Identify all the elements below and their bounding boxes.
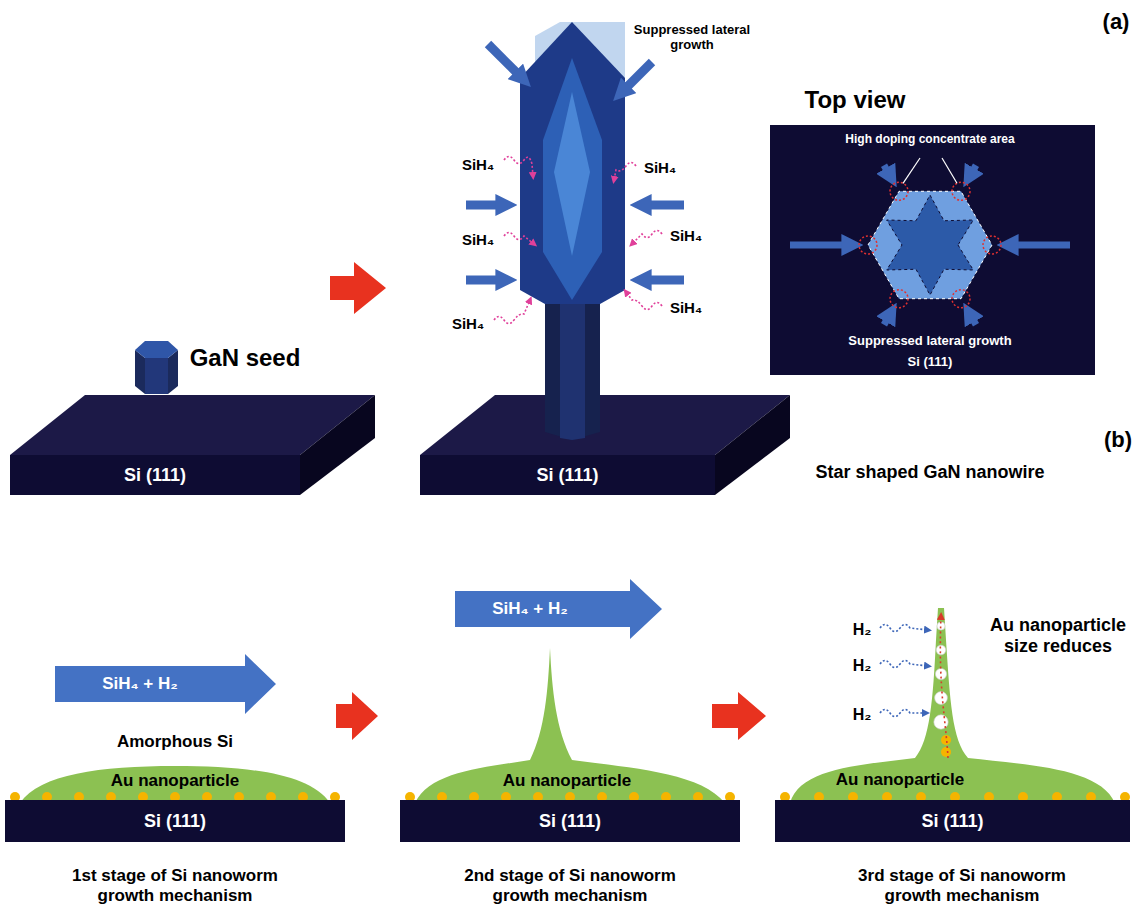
- label: Amorphous Si: [117, 732, 233, 752]
- substrate-label: Suppressed lateral growth: [848, 334, 1011, 349]
- amorphous-si: [20, 766, 330, 803]
- label: H₂: [853, 657, 872, 675]
- gan-seed: [135, 341, 178, 394]
- growth-arrow: [971, 165, 976, 174]
- label: 3rd stage of Si nanoworm growth mechanis…: [832, 866, 1092, 905]
- leader-line: [903, 158, 920, 183]
- substrate-label: Si (111): [921, 811, 983, 832]
- label: SiH₄: [452, 315, 484, 332]
- au-migration: [940, 616, 948, 758]
- substrate-block: [10, 395, 375, 495]
- label: Au nanoparticle: [111, 771, 239, 791]
- label: (a): [1103, 9, 1130, 34]
- process-arrow: [336, 692, 378, 740]
- au-dot: [941, 747, 951, 757]
- hexagon-outline: [868, 191, 992, 298]
- au-shrink-circle: [935, 692, 948, 705]
- substrate-block: [420, 395, 790, 495]
- label: H₂: [853, 621, 872, 639]
- process-arrow: [330, 262, 386, 314]
- label: SiH₄: [462, 231, 494, 248]
- gas-flow-arrow: [455, 579, 662, 639]
- hydrogen-flow: [880, 625, 928, 717]
- amorphous-si: [415, 648, 725, 803]
- label: H₂: [853, 706, 872, 724]
- substrate-label: Si (111): [144, 811, 206, 832]
- label: Star shaped GaN nanowire: [815, 462, 1044, 483]
- substrate-label: Si (111): [124, 465, 186, 486]
- doping-circle: [952, 290, 970, 308]
- label: (b): [1104, 427, 1132, 452]
- doping-circle: [890, 290, 908, 308]
- growth-arrow: [884, 165, 889, 174]
- nanowire: [520, 22, 625, 440]
- star-core: [887, 195, 974, 295]
- top-view-panel: Top viewHigh doping concentrate areaSupp…: [770, 125, 1095, 375]
- substrate: Si (111): [400, 800, 740, 842]
- substrate-label: Si (111): [539, 811, 601, 832]
- label: 1st stage of Si nanoworm growth mechanis…: [45, 866, 305, 905]
- substrate: Si (111): [5, 800, 345, 842]
- label: SiH₄ + H₂: [102, 674, 178, 694]
- label: SiH₄: [644, 159, 676, 176]
- gas-flow-arrow: [55, 654, 276, 714]
- panel-heading: Top view: [805, 86, 906, 114]
- label: SiH₄: [670, 299, 702, 316]
- substrate: Si (111): [10, 455, 300, 495]
- substrate-label: Si (111): [536, 465, 598, 486]
- doping-circle: [983, 236, 1001, 254]
- doping-circle: [890, 182, 908, 200]
- growth-arrow: [971, 316, 976, 325]
- doping-circle: [952, 182, 970, 200]
- label: Au nanoparticle size reduces: [978, 615, 1138, 656]
- label: Au nanoparticle: [836, 770, 964, 790]
- growth-arrow: [790, 242, 848, 249]
- growth-arrow: [1012, 242, 1070, 249]
- silane-flow: [494, 157, 662, 324]
- label: 2nd stage of Si nanoworm growth mechanis…: [440, 866, 700, 905]
- growth-arrow: [884, 316, 889, 325]
- substrate: Si (111): [420, 455, 715, 495]
- doping-circle: [859, 236, 877, 254]
- growth-arrows: [466, 44, 684, 280]
- label: SiH₄ + H₂: [492, 599, 568, 619]
- substrate: Si (111): [775, 800, 1130, 842]
- label: Suppressed lateral growth: [632, 23, 752, 53]
- leader-line: [942, 158, 957, 183]
- label: SiH₄: [462, 156, 494, 173]
- process-arrow: [712, 692, 766, 740]
- label: SiH₄: [670, 227, 702, 244]
- substrate-label: Si (111): [908, 355, 953, 370]
- substrate-label: High doping concentrate area: [845, 133, 1015, 147]
- label: GaN seed: [190, 344, 301, 372]
- shrinking-au: [934, 622, 951, 757]
- label: Au nanoparticle: [503, 771, 631, 791]
